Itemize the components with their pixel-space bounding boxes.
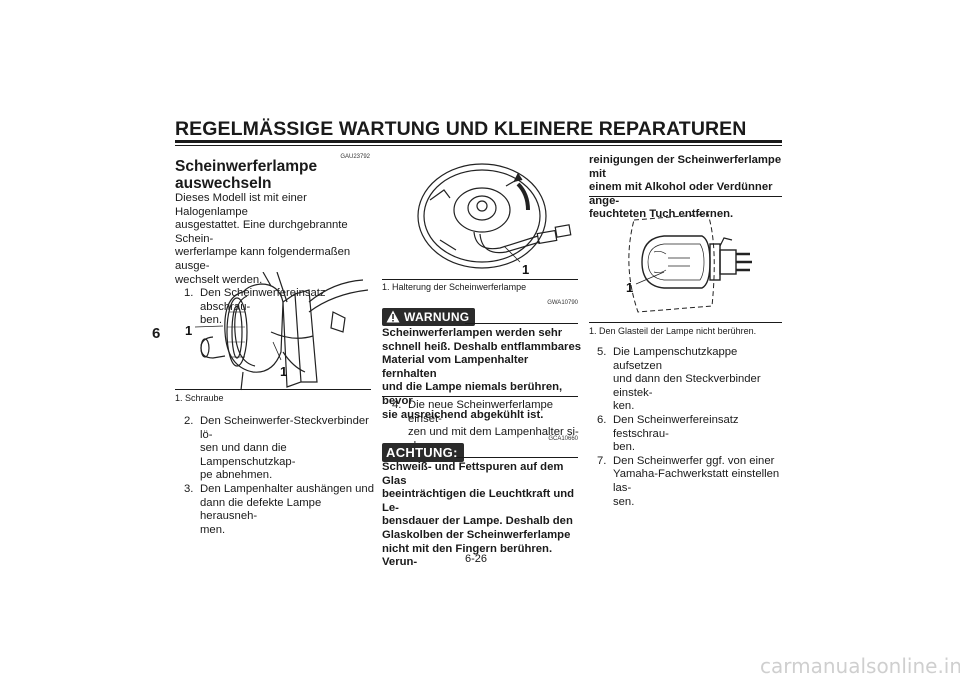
- caution-line: nicht mit den Fingern berühren. Verun-: [382, 542, 553, 569]
- step-number: 2.: [184, 415, 194, 427]
- steps-2-3: 2. Den Scheinwerfer-Steckverbinder lö- s…: [184, 415, 380, 537]
- step-line: Die neue Scheinwerferlampe einset-: [408, 399, 554, 425]
- step-line: sen.: [613, 495, 635, 508]
- step-number: 3.: [184, 482, 194, 495]
- intro-paragraph: Dieses Modell ist mit einer Halogenlampe…: [175, 192, 375, 328]
- bulb-figure: 1: [626, 213, 752, 313]
- warning-line: und die Lampe niemals berühren, bevor: [382, 381, 563, 407]
- headlight-figure: 1 1: [185, 272, 369, 391]
- step-line: dann die defekte Lampe herausneh-: [200, 496, 322, 523]
- step-number: 5.: [597, 346, 607, 358]
- step-number: 4.: [392, 399, 402, 411]
- header-rule: [175, 140, 782, 143]
- warning-line: schnell heiß. Deshalb entflammbares: [382, 340, 582, 353]
- warning-line: Scheinwerferlampen werden sehr: [382, 327, 563, 339]
- step-2: 2. Den Scheinwerfer-Steckverbinder lö- s…: [184, 415, 380, 483]
- caution-rule: [456, 457, 578, 458]
- caution-badge-label: ACHTUNG:: [382, 443, 464, 462]
- caution-line: beeinträchtigen die Leuchtkraft und Le-: [382, 488, 575, 514]
- caution-line: bensdauer der Lampe. Deshalb den: [382, 515, 573, 528]
- caution-line: Glaskolben der Scheinwerferlampe: [382, 528, 571, 541]
- figure-label: 1: [280, 364, 287, 379]
- warning-end-rule: [382, 396, 578, 397]
- step-7: 7. Den Scheinwerfer ggf. von einer Yamah…: [597, 455, 787, 509]
- figure-label: 1: [626, 280, 633, 295]
- caution-line: feuchteten Tuch entfernen.: [589, 208, 734, 221]
- step-line: men.: [200, 523, 226, 536]
- step-line: ken.: [613, 400, 635, 413]
- step-line: und dann den Steckverbinder einstek-: [613, 373, 761, 399]
- step-line: Den Scheinwerfer ggf. von einer: [613, 454, 775, 467]
- step-number: 7.: [597, 454, 607, 467]
- step-line: sen und dann die Lampenschutzkap-: [200, 442, 296, 468]
- step-number: 6.: [597, 413, 607, 426]
- figure-caption: 1. Halterung der Scheinwerferlampe: [382, 282, 527, 292]
- intro-line: werferlampe kann folgendermaßen ausge-: [175, 246, 351, 272]
- caution-text: Schweiß- und Fettspuren auf dem Glas bee…: [382, 461, 582, 570]
- figure-label: 1: [522, 262, 529, 277]
- header-rule-thin: [175, 145, 782, 146]
- warning-badge-label: WARNUNG: [404, 310, 470, 324]
- chapter-number: 6: [152, 325, 161, 342]
- step-line: Den Scheinwerfereinsatz festschrau-: [613, 413, 739, 440]
- warning-line: sie ausreichend abgekühlt ist.: [382, 408, 544, 421]
- figure-caption: 1. Den Glasteil der Lampe nicht berühren…: [589, 326, 757, 336]
- caution-continued: reinigungen der Scheinwerferlampe mit ei…: [589, 154, 789, 222]
- step-line: Die Lampenschutzkappe aufsetzen: [613, 346, 738, 372]
- step-1: 1. Den Scheinwerfereinsatz abschrau- ben…: [184, 287, 375, 328]
- caution-line: reinigungen der Scheinwerferlampe mit: [589, 154, 782, 180]
- warning-icon: [386, 310, 400, 323]
- caption-rule: [589, 322, 782, 323]
- section-code: GAU23792: [340, 154, 370, 160]
- figure-label: 1: [185, 323, 192, 338]
- step-line: pe abnehmen.: [200, 469, 273, 482]
- watermark-footer: carmanualsonline.info: [760, 654, 960, 678]
- step-line: Den Scheinwerfereinsatz abschrau-: [200, 287, 326, 313]
- caution-badge: ACHTUNG:: [382, 443, 464, 462]
- caution-code: GCA10660: [548, 436, 578, 442]
- lamp-holder-figure: 1: [417, 163, 572, 277]
- step-line: Den Lampenhalter aushängen und: [200, 482, 374, 495]
- intro-line: wechselt werden.: [175, 273, 263, 286]
- caption-rule: [175, 389, 371, 390]
- warning-rule: [465, 323, 578, 324]
- step-5: 5. Die Lampenschutzkappe aufsetzen und d…: [597, 346, 787, 414]
- caution-line: einem mit Alkohol oder Verdünner ange-: [589, 181, 773, 207]
- caption-rule: [382, 279, 578, 280]
- figure-caption: 1. Schraube: [175, 393, 224, 403]
- warning-badge: WARNUNG: [382, 308, 476, 326]
- section-heading-line2: auswechseln: [175, 175, 272, 192]
- page-title: REGELMÄSSIGE WARTUNG UND KLEINERE REPARA…: [175, 118, 747, 140]
- caution-end-rule: [589, 196, 782, 197]
- page-number: 6-26: [465, 553, 488, 565]
- step-line: ben.: [200, 314, 222, 327]
- step-line: zen und mit dem Lampenhalter si-: [408, 426, 579, 439]
- section-heading-line1: Scheinwerferlampe: [175, 158, 318, 175]
- step-4: 4. Die neue Scheinwerferlampe einset- ze…: [392, 399, 582, 453]
- intro-line: Dieses Modell ist mit einer Halogenlampe: [175, 192, 307, 218]
- step-3: 3. Den Lampenhalter aushängen und dann d…: [184, 483, 380, 537]
- warning-text: Scheinwerferlampen werden sehr schnell h…: [382, 327, 582, 422]
- step-6: 6. Den Scheinwerfereinsatz festschrau- b…: [597, 414, 787, 455]
- caution-line: Schweiß- und Fettspuren auf dem Glas: [382, 461, 564, 487]
- step-number: 1.: [184, 287, 194, 300]
- steps-5-7: 5. Die Lampenschutzkappe aufsetzen und d…: [597, 346, 787, 509]
- warning-line: Material vom Lampenhalter fernhalten: [382, 354, 529, 380]
- step-line: Den Scheinwerfer-Steckverbinder lö-: [200, 415, 369, 441]
- section-heading: Scheinwerferlampe auswechseln: [175, 158, 317, 192]
- intro-line: ausgestattet. Eine durchgebrannte Schein…: [175, 219, 348, 245]
- step-line: Yamaha-Fachwerkstatt einstellen las-: [613, 468, 780, 494]
- step-line: ben.: [613, 441, 635, 454]
- warning-code: GWA10790: [547, 300, 578, 306]
